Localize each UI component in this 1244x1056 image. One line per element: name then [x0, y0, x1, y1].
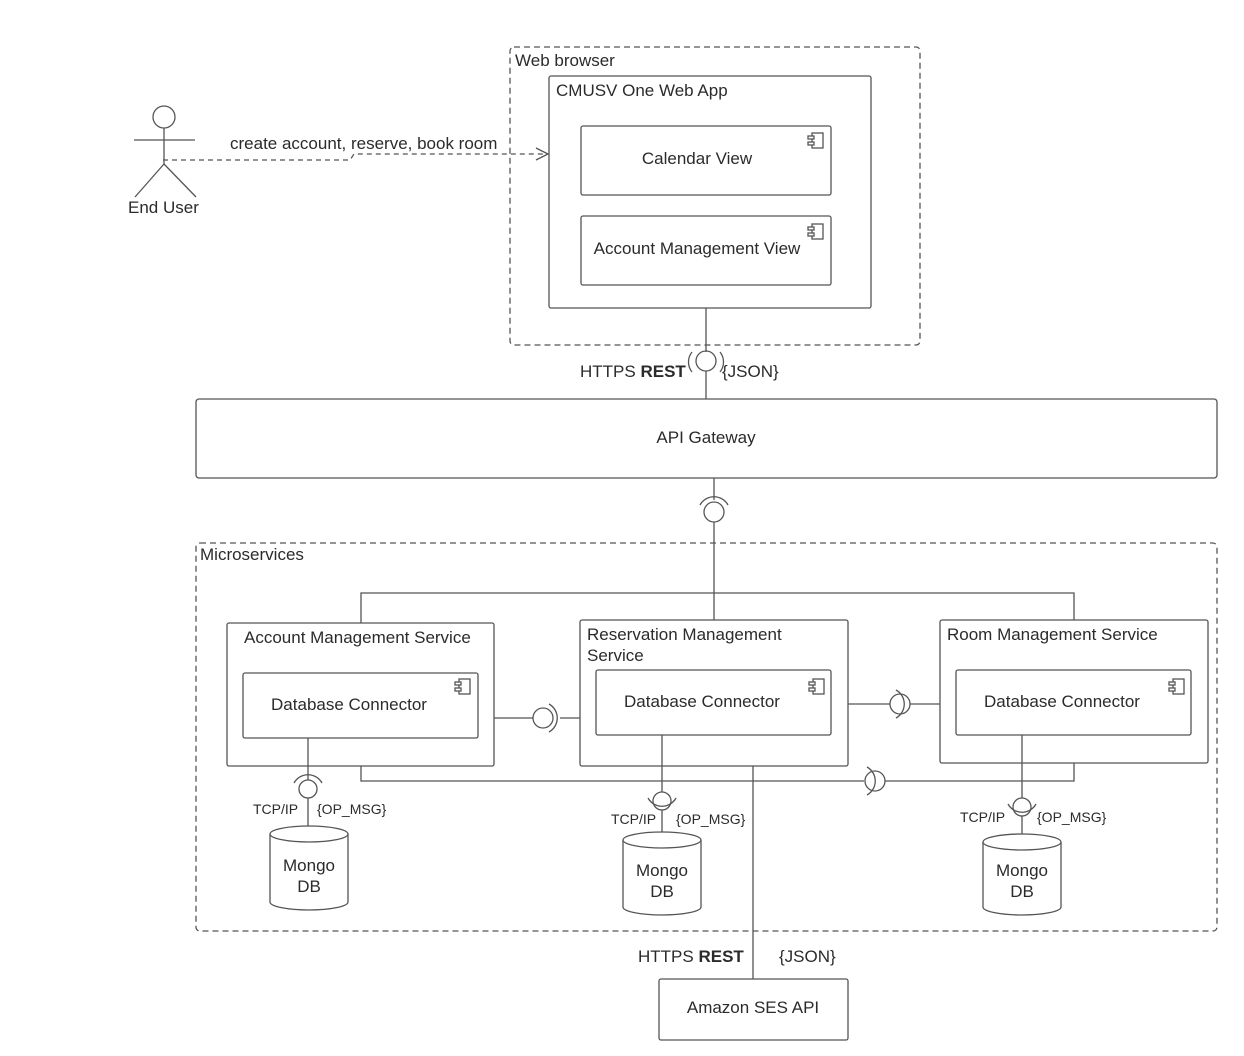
account-db-label-line1: Mongo	[283, 856, 335, 875]
account-service-label: Account Management Service	[244, 628, 471, 647]
actor-link-arrow	[163, 153, 546, 161]
reservation-db-protocol: TCP/IP	[611, 811, 657, 827]
provided-interface-icon	[703, 501, 725, 523]
room-db-connector-label: Database Connector	[984, 692, 1140, 711]
account-mongo-db	[269, 825, 349, 911]
room-service-box	[939, 619, 1209, 764]
account-service-box	[226, 622, 495, 767]
reservation-service-label-line1: Reservation Management	[587, 625, 782, 644]
account-db-label-line2: DB	[297, 877, 321, 896]
end-user-actor-icon	[134, 105, 197, 198]
provided-interface-icon	[695, 350, 717, 372]
room-db-format: {OP_MSG}	[1037, 809, 1107, 825]
reservation-db-format: {OP_MSG}	[676, 811, 746, 827]
microservices-label: Microservices	[200, 545, 304, 564]
room-service-label: Room Management Service	[947, 625, 1158, 644]
browser-interface-format: {JSON}	[722, 362, 779, 381]
actor-link-label: create account, reserve, book room	[230, 134, 498, 153]
web-app-label: CMUSV One Web App	[556, 81, 728, 100]
component-icon	[1168, 678, 1185, 695]
account-view-label: Account Management View	[593, 239, 801, 258]
microservices-boundary	[195, 542, 1218, 932]
web-browser-boundary	[509, 46, 921, 346]
amazon-ses-box	[658, 978, 849, 1041]
web-app-box	[548, 75, 872, 309]
required-interface-icon	[687, 351, 725, 373]
component-icon	[454, 678, 471, 695]
ses-interface-protocol: HTTPS REST	[638, 947, 744, 966]
api-gateway-box	[195, 398, 1218, 479]
reservation-service-box	[579, 619, 849, 767]
room-mongo-db	[982, 833, 1062, 916]
reservation-db-connector-label: Database Connector	[624, 692, 780, 711]
provided-interface-icon	[532, 707, 554, 729]
reservation-mongo-db	[622, 831, 702, 916]
provided-interface-icon	[652, 791, 672, 811]
reservation-service-label-line2: Service	[587, 646, 644, 665]
account-db-protocol: TCP/IP	[253, 801, 299, 817]
reservation-db-label-line2: DB	[650, 882, 674, 901]
web-browser-label: Web browser	[515, 51, 615, 70]
room-db-connector-box	[955, 669, 1192, 736]
end-user-label: End User	[128, 198, 199, 217]
account-view-box	[580, 215, 832, 286]
component-icon	[807, 132, 824, 149]
browser-interface-protocol: HTTPS REST	[580, 362, 686, 381]
account-db-format: {OP_MSG}	[317, 801, 387, 817]
account-db-connector-label: Database Connector	[271, 695, 427, 714]
reservation-db-connector-box	[595, 669, 832, 736]
api-gateway-label: API Gateway	[656, 428, 756, 447]
ses-interface-format: {JSON}	[779, 947, 836, 966]
room-db-label-line2: DB	[1010, 882, 1034, 901]
provided-interface-icon	[889, 693, 911, 715]
reservation-db-label-line1: Mongo	[636, 861, 688, 880]
provided-interface-icon	[1012, 797, 1032, 817]
room-db-protocol: TCP/IP	[960, 809, 1006, 825]
calendar-view-box	[580, 125, 832, 196]
component-icon	[808, 678, 825, 695]
provided-interface-icon	[298, 779, 318, 799]
room-db-label-line1: Mongo	[996, 861, 1048, 880]
amazon-ses-label: Amazon SES API	[686, 998, 820, 1017]
account-db-connector-box	[242, 672, 479, 739]
calendar-view-label: Calendar View	[641, 149, 753, 168]
component-icon	[807, 223, 824, 240]
